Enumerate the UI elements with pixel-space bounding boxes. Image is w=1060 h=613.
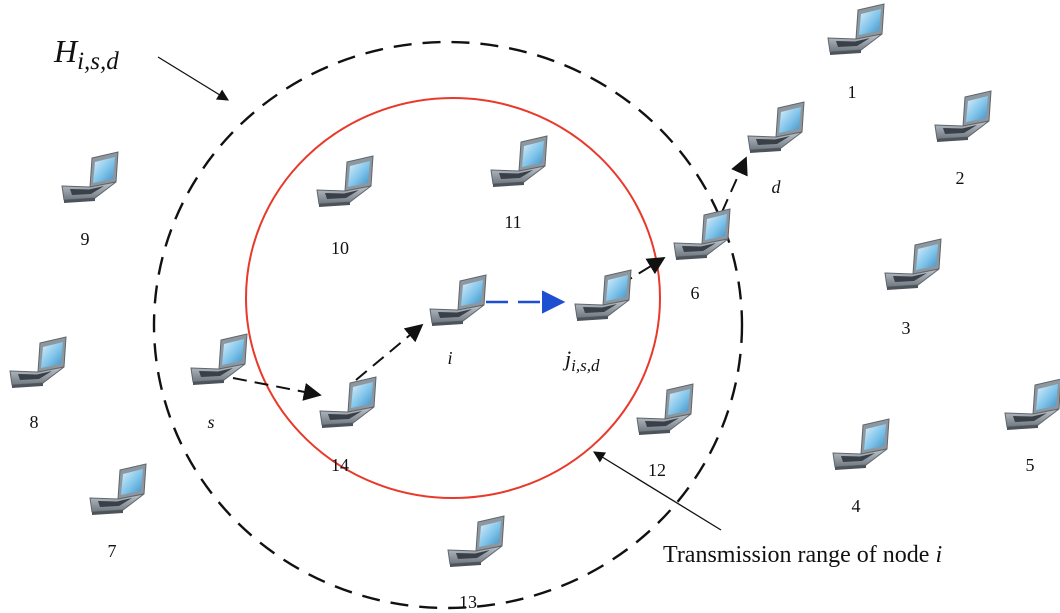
node-label-s: s [207, 412, 214, 432]
laptop-icon [832, 418, 890, 471]
laptop-icon [319, 376, 377, 429]
laptop-icon [884, 238, 942, 291]
laptop-icon [89, 463, 147, 516]
node-label-j: ji,s,d [562, 346, 600, 375]
node-label-5: 5 [1026, 455, 1035, 475]
laptop-icon [827, 3, 885, 56]
route-arrow-14-i [355, 323, 424, 381]
node-label-7: 7 [108, 541, 117, 561]
neighborhood-pointer-arrow [157, 56, 229, 101]
node-label-i: i [447, 348, 452, 368]
laptop-icon [447, 515, 505, 568]
laptop-icon [1004, 378, 1060, 431]
laptop-icon [9, 336, 67, 389]
laptop-icon [747, 101, 805, 154]
neighborhood-label: Hi,s,d [53, 33, 119, 75]
node-label-11: 11 [504, 212, 521, 232]
range-pointer-arrow [593, 451, 722, 531]
neighborhood-circle [152, 40, 744, 610]
route-arrow-6-d [721, 156, 748, 213]
node-label-2: 2 [956, 168, 965, 188]
node-label-3: 3 [902, 318, 911, 338]
node-label-13: 13 [459, 592, 477, 612]
node-label-10: 10 [331, 238, 349, 258]
node-label-6: 6 [691, 283, 700, 303]
route-arrow-s-14 [232, 377, 322, 401]
node-label-9: 9 [81, 229, 90, 249]
laptop-icon [574, 269, 632, 322]
node-label-14: 14 [331, 455, 349, 475]
node-label-8: 8 [30, 412, 39, 432]
transmission-range-label: Transmission range of node i [663, 542, 942, 568]
laptop-icon [316, 155, 374, 208]
laptop-icon [934, 90, 992, 143]
transmission-range-circle [245, 97, 661, 499]
node-label-1: 1 [848, 82, 857, 102]
laptop-icon [429, 274, 487, 327]
laptop-icon [636, 383, 694, 436]
laptop-icon [190, 333, 248, 386]
laptop-icon [673, 208, 731, 261]
node-label-4: 4 [852, 496, 861, 516]
laptop-icon [61, 151, 119, 204]
node-label-12: 12 [648, 460, 666, 480]
node-label-d: d [772, 177, 782, 197]
laptop-icon [490, 135, 548, 188]
